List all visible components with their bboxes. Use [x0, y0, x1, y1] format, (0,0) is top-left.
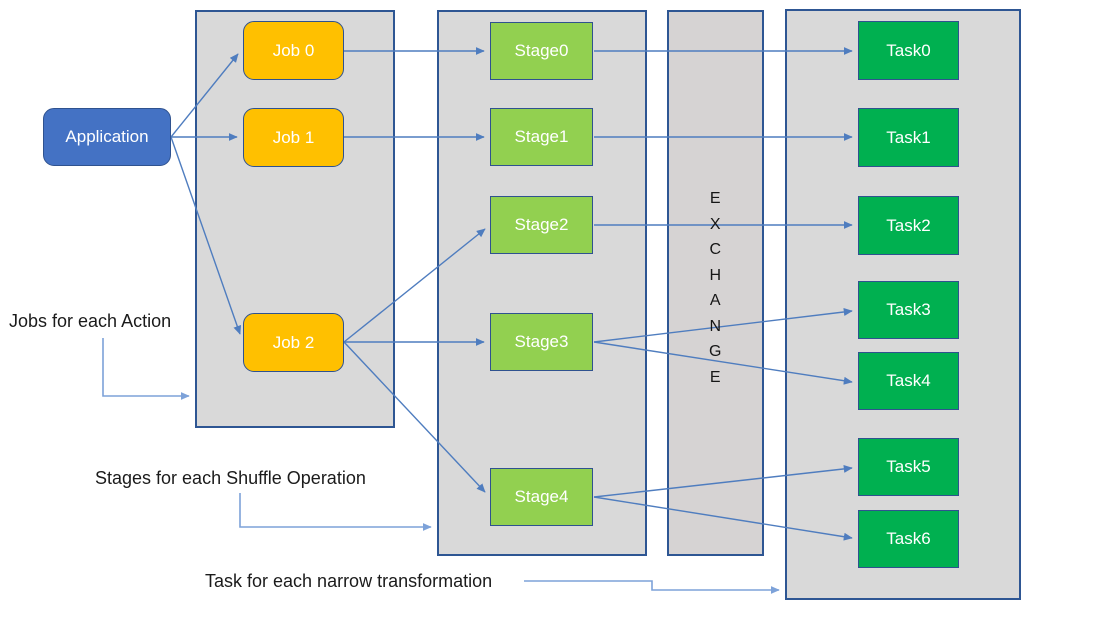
arrow-stage4-task5 [593, 464, 853, 498]
caption-jobs: Jobs for each Action [9, 311, 172, 331]
stages-container [437, 10, 647, 556]
node-application: Application [43, 108, 171, 166]
arrow-stage3-task3 [593, 308, 853, 343]
arrow-job2-stage2 [343, 228, 486, 343]
node-stage-1: Stage1 [490, 108, 593, 166]
node-task-6: Task6 [858, 510, 959, 568]
node-stage-4: Stage4 [490, 468, 593, 526]
arrow-caption-jobs [102, 338, 190, 400]
caption-tasks: Task for each narrow transformation [205, 571, 493, 591]
caption-stages: Stages for each Shuffle Operation [95, 468, 366, 488]
arrow-job2-stage4 [343, 341, 486, 493]
arrow-stage4-task6 [593, 496, 853, 541]
exchange-label: E X C H A N G E [709, 190, 722, 386]
node-task-4: Task4 [858, 352, 959, 410]
node-stage-0: Stage0 [490, 22, 593, 80]
arrow-application-job0 [170, 53, 239, 138]
node-stage-3: Stage3 [490, 313, 593, 371]
node-task-1: Task1 [858, 108, 959, 167]
arrow-caption-stages [239, 493, 432, 531]
node-task-3: Task3 [858, 281, 959, 339]
arrow-caption-tasks [524, 580, 780, 594]
node-task-2: Task2 [858, 196, 959, 255]
node-task-0: Task0 [858, 21, 959, 80]
exchange-container [667, 10, 764, 556]
node-task-5: Task5 [858, 438, 959, 496]
arrow-stage3-task4 [593, 341, 853, 385]
node-job-0: Job 0 [243, 21, 344, 80]
node-stage-2: Stage2 [490, 196, 593, 254]
arrow-application-job2 [170, 136, 242, 335]
node-job-1: Job 1 [243, 108, 344, 167]
node-job-2: Job 2 [243, 313, 344, 372]
